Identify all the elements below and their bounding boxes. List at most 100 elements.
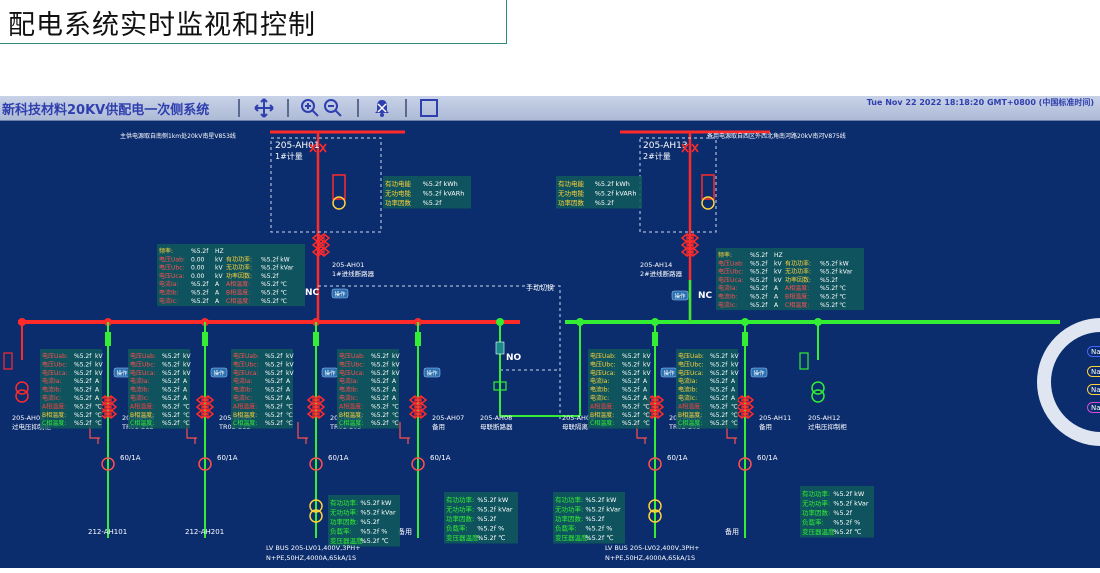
- value-label: 无功功率:: [226, 264, 252, 272]
- value-label: C相温度:: [678, 419, 702, 427]
- value-text: %5.2f: [622, 387, 640, 394]
- alarm-bell-icon[interactable]: [372, 98, 392, 118]
- earth-switch: [297, 422, 308, 444]
- value-unit: kV: [183, 361, 191, 368]
- value-label: 电压Uab:: [590, 352, 616, 360]
- value-label: C相温度:: [590, 419, 614, 427]
- value-text: %5.2f: [371, 395, 389, 402]
- move-icon[interactable]: [254, 98, 274, 118]
- system-name[interactable]: 新科技材料20KV供配电一次侧系统: [2, 103, 210, 118]
- operate-button-label[interactable]: 操作: [753, 369, 765, 377]
- pt-cabinet: [701, 174, 715, 200]
- value-unit: ℃: [286, 403, 293, 410]
- value-text: %5.2f ℃: [261, 298, 287, 305]
- operate-button-label[interactable]: 操作: [334, 290, 346, 298]
- value-unit: kV: [731, 361, 739, 368]
- toolbar: 新科技材料20KV供配电一次侧系统 Tue Nov 22 2022 18:18:…: [0, 96, 1100, 121]
- value-label: 功率因数: [385, 198, 412, 207]
- breaker-segment: [680, 240, 694, 250]
- value-label: 电压Ubc:: [678, 360, 704, 368]
- value-label: 电流Ic:: [159, 297, 178, 305]
- toolbar-separator: [405, 99, 407, 117]
- value-label: 电流Ia:: [590, 377, 609, 385]
- breaker-segment: [414, 395, 428, 405]
- value-text: %5.2f kVar: [820, 269, 853, 276]
- operate-button-label[interactable]: 操作: [116, 369, 128, 377]
- value-text: %5.2f: [162, 361, 180, 368]
- value-unit: A: [774, 285, 779, 292]
- operate-button-label[interactable]: 操作: [426, 369, 438, 377]
- value-label: 电流Ic:: [590, 394, 609, 402]
- breaker-segment: [686, 240, 700, 250]
- value-box: [157, 244, 305, 307]
- operate-button[interactable]: [423, 367, 441, 378]
- value-unit: kV: [643, 353, 651, 360]
- value-unit: ℃: [392, 403, 399, 410]
- value-label: 频率:: [718, 251, 732, 259]
- value-text: %5.2f: [622, 378, 640, 385]
- legend-pill[interactable]: Na: [1087, 402, 1100, 413]
- operate-button-label[interactable]: 操作: [324, 369, 336, 377]
- page-title: 配电系统实时监视和控制: [8, 10, 316, 41]
- operate-button-label[interactable]: 操作: [674, 292, 686, 300]
- zoom-out-icon[interactable]: [323, 98, 343, 118]
- breaker-segment: [414, 402, 428, 412]
- metering-id-left: 205-AH01: [275, 141, 320, 151]
- value-text: %5.2f: [622, 395, 640, 402]
- value-label: 功率因数:: [446, 514, 474, 523]
- legend-pill[interactable]: Na: [1087, 346, 1100, 357]
- window-icon[interactable]: [419, 98, 439, 118]
- value-text: %5.2f %: [585, 525, 612, 533]
- legend-pill[interactable]: Na: [1087, 384, 1100, 395]
- operate-button[interactable]: [750, 367, 768, 378]
- breaker-segment: [201, 409, 215, 419]
- value-text: %5.2f %: [360, 528, 387, 536]
- value-unit: kV: [95, 353, 103, 360]
- value-label: A相温度:: [590, 402, 614, 410]
- value-label: 电流Ia:: [130, 377, 149, 385]
- operate-button[interactable]: [331, 288, 349, 299]
- value-unit: ℃: [643, 412, 650, 419]
- operate-button[interactable]: [671, 290, 689, 301]
- value-unit: kV: [95, 370, 103, 377]
- legend-pill[interactable]: Na: [1087, 366, 1100, 377]
- switchover-link: [318, 285, 561, 420]
- breaker-segment: [201, 395, 215, 405]
- earth-switch: [399, 422, 410, 444]
- value-text: %5.2f ℃: [820, 285, 846, 292]
- metering-id-right: 205-AH13: [643, 141, 688, 151]
- value-label: 电流Ib:: [718, 293, 738, 301]
- value-label: 电压Ubc:: [130, 360, 156, 368]
- value-label: 电流Ib:: [42, 386, 62, 394]
- outgoing-label: 备用: [398, 527, 412, 536]
- breaker-segment: [104, 395, 118, 405]
- zoom-in-icon[interactable]: [300, 98, 320, 118]
- operate-button-label[interactable]: 操作: [213, 369, 225, 377]
- value-label: 功率因数:: [226, 272, 252, 280]
- value-text: %5.2f: [74, 412, 92, 419]
- value-label: 电压Uca:: [130, 369, 155, 377]
- value-label: 频率:: [159, 247, 173, 255]
- value-text: %5.2f: [74, 395, 92, 402]
- breaker-segment: [312, 409, 326, 419]
- value-label: A相温度:: [233, 402, 257, 410]
- operate-button-label[interactable]: 操作: [663, 369, 675, 377]
- value-box: [128, 349, 190, 429]
- value-text: %5.2f kVARh: [595, 190, 637, 198]
- value-text: %5.2f: [265, 412, 283, 419]
- value-unit: A: [215, 290, 220, 297]
- value-text: %5.2f: [710, 361, 728, 368]
- value-text: %5.2f: [371, 387, 389, 394]
- value-label: 电流Ib:: [590, 386, 610, 394]
- value-label: A相温度:: [130, 402, 154, 410]
- value-unit: kV: [643, 370, 651, 377]
- value-text: %5.2f: [74, 387, 92, 394]
- breaker-symbol: [686, 233, 700, 257]
- value-text: %5.2f ℃: [360, 537, 388, 545]
- ct-ratio: 60/1A: [757, 454, 778, 462]
- value-label: 无功功率:: [802, 499, 830, 508]
- value-text: %5.2f: [371, 412, 389, 419]
- operate-button[interactable]: [210, 367, 228, 378]
- value-label: B相温度:: [590, 411, 614, 419]
- value-text: %5.2f: [191, 290, 209, 297]
